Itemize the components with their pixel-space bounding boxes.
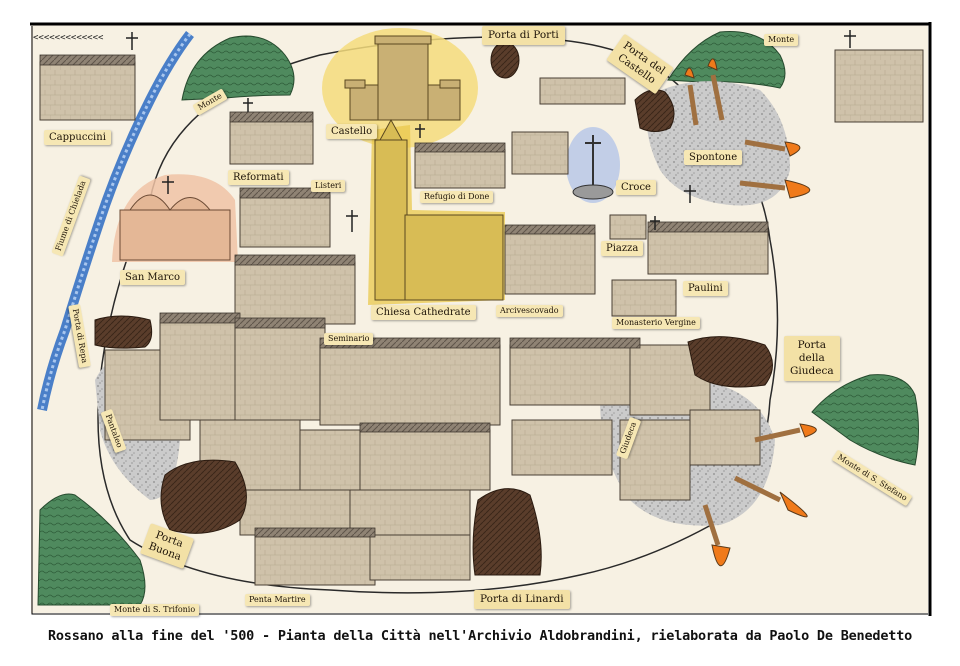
label-porta-giudeca-line2: della — [798, 352, 825, 364]
label-porta-giudeca-line3: Giudeca — [790, 365, 834, 377]
cross-icon — [126, 30, 856, 232]
san-marco-building — [119, 194, 231, 261]
tree-hill-icon — [181, 35, 295, 101]
rubble-area — [646, 81, 790, 206]
label-penta-martire[interactable]: Penta Martire — [245, 594, 310, 606]
river-arrows: <<<<<<<<<<<<< — [33, 33, 104, 43]
tree-hill-icon — [667, 30, 786, 89]
label-listeri[interactable]: Listeri — [311, 180, 346, 192]
label-porta-linardi[interactable]: Porta di Linardi — [474, 590, 570, 609]
label-seminario[interactable]: Seminario — [324, 333, 374, 345]
label-croce[interactable]: Croce — [616, 180, 656, 195]
building-icon — [39, 49, 924, 586]
label-spontone[interactable]: Spontone — [684, 150, 743, 165]
label-paulini[interactable]: Paulini — [683, 281, 728, 296]
label-cappuccini[interactable]: Cappuccini — [44, 130, 111, 145]
tower-icon — [344, 35, 461, 121]
label-castello[interactable]: Castello — [326, 124, 378, 139]
label-porta-giudeca[interactable]: Porta della Giudeca — [784, 336, 840, 381]
label-porta-giudeca-line1: Porta — [797, 339, 827, 351]
label-monte-trifonio[interactable]: Monte di S. Trifonio — [110, 604, 200, 616]
cross-icon — [572, 135, 614, 200]
cathedral-building — [374, 118, 504, 301]
tree-hill-icon — [37, 493, 146, 606]
roof-set — [39, 54, 769, 538]
rock-gate-icon — [94, 41, 773, 576]
label-refugio[interactable]: Refugio di Done — [420, 191, 494, 203]
label-monte-ne[interactable]: Monte — [764, 34, 799, 46]
fire-rocket-icon — [684, 58, 817, 567]
map-frame — [30, 22, 932, 616]
label-arcivescovado[interactable]: Arcivescovado — [496, 305, 563, 317]
label-porta-porti[interactable]: Porta di Porti — [482, 26, 565, 45]
label-monasterio[interactable]: Monasterio Vergine — [612, 317, 700, 329]
label-reformati[interactable]: Reformati — [228, 170, 289, 185]
tree-hill-icon — [811, 374, 919, 466]
label-san-marco[interactable]: San Marco — [120, 270, 186, 285]
label-chiesa[interactable]: Chiesa Cathedrate — [371, 305, 476, 320]
map-caption: Rossano alla fine del '500 - Pianta dell… — [47, 628, 913, 644]
label-piazza[interactable]: Piazza — [601, 241, 644, 256]
